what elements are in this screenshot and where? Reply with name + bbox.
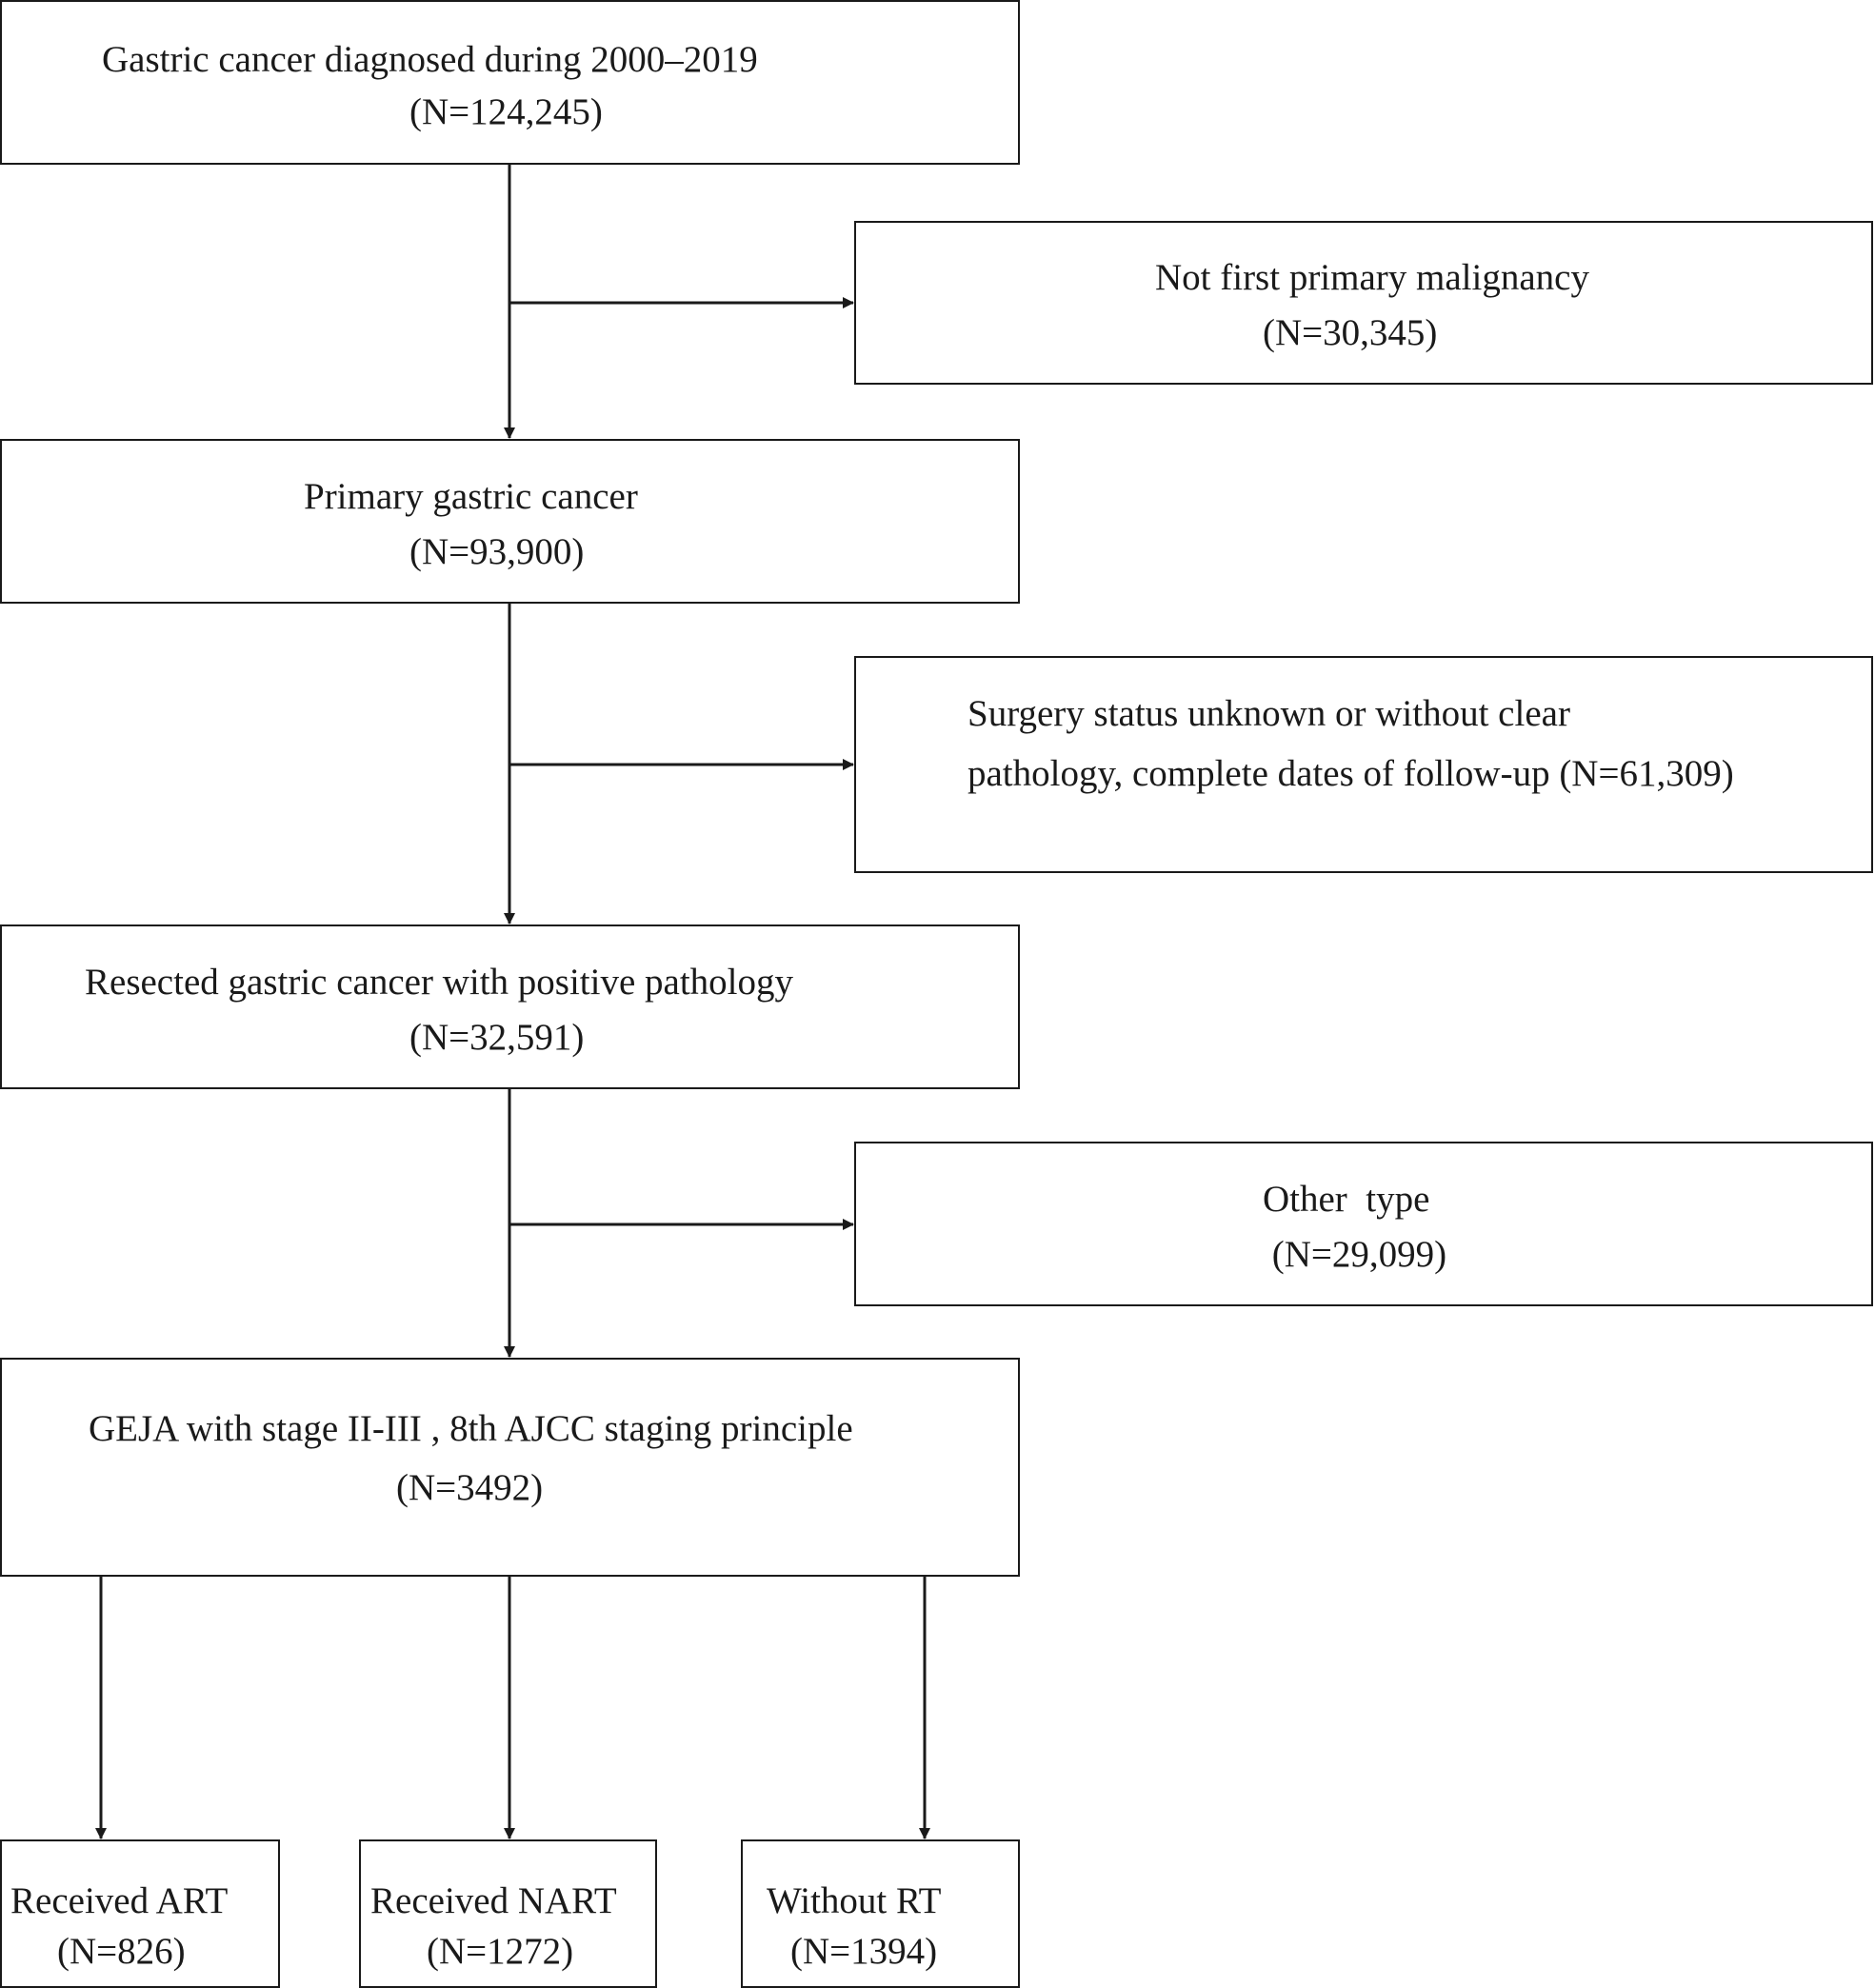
step4-box: [0, 1358, 1020, 1577]
group-nart-box: [359, 1839, 657, 1988]
exclusion3-title: Other type: [1263, 1179, 1430, 1220]
exclusion2-line1: Surgery status unknown or without clear: [967, 693, 1570, 734]
step4-count: (N=3492): [396, 1467, 544, 1508]
group-art-title: Received ART: [10, 1880, 229, 1921]
exclusion2-line2: pathology, complete dates of follow-up (…: [967, 753, 1734, 794]
step3-count: (N=32,591): [409, 1017, 585, 1058]
cohort-count: (N=124,245): [409, 91, 603, 132]
exclusion1-count: (N=30,345): [1263, 312, 1438, 353]
group-art-count: (N=826): [57, 1931, 186, 1972]
step2-box: [0, 439, 1020, 604]
exclusion1-box: [854, 221, 1873, 385]
exclusion2-box: [854, 656, 1873, 873]
step3-title: Resected gastric cancer with positive pa…: [85, 962, 794, 1003]
step4-title: GEJA with stage II-III , 8th AJCC stagin…: [89, 1408, 853, 1449]
exclusion3-count: (N=29,099): [1263, 1234, 1447, 1275]
group-nort-title: Without RT: [767, 1880, 942, 1921]
group-nart-count: (N=1272): [427, 1931, 574, 1972]
group-nort-count: (N=1394): [790, 1931, 938, 1972]
group-art-box: [0, 1839, 280, 1988]
group-nart-title: Received NART: [370, 1880, 617, 1921]
exclusion1-title: Not first primary malignancy: [1155, 257, 1589, 298]
step2-count: (N=93,900): [409, 531, 585, 572]
step3-box: [0, 924, 1020, 1089]
cohort-title: Gastric cancer diagnosed during 2000–201…: [102, 39, 758, 80]
exclusion3-box: [854, 1142, 1873, 1306]
cohort-box: [0, 0, 1020, 165]
group-nort-box: [741, 1839, 1020, 1988]
step2-title: Primary gastric cancer: [304, 476, 638, 517]
